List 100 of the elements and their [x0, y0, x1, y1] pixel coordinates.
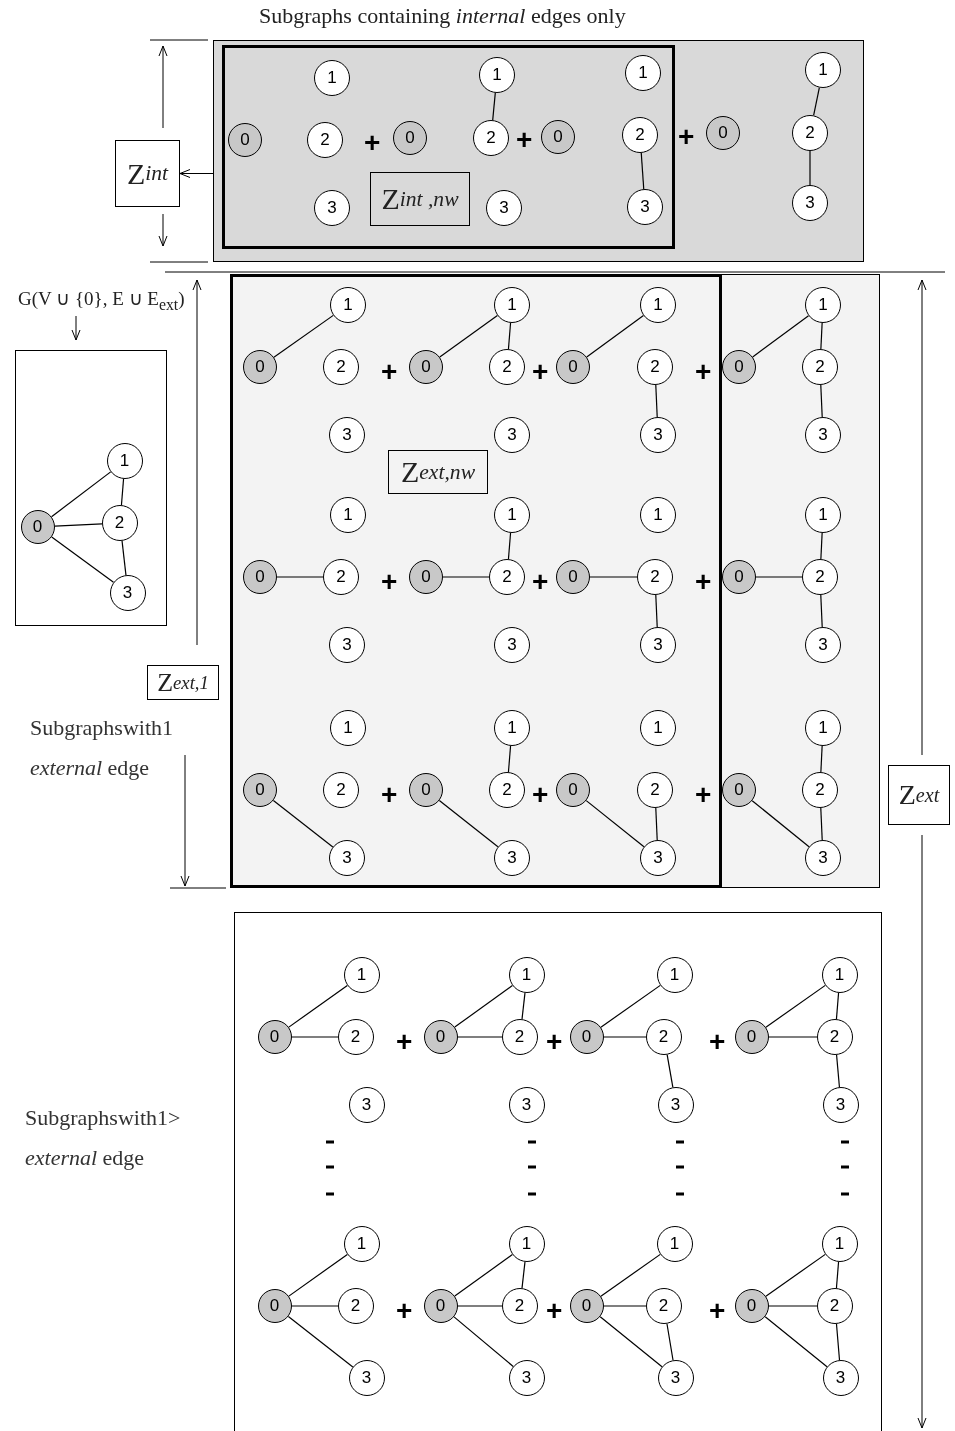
- graph-edge: [507, 322, 512, 350]
- plus-sign: +: [516, 126, 533, 154]
- graph-edge: [507, 745, 512, 773]
- graph-edge: [291, 1036, 339, 1038]
- vertex-circle: 0: [734, 1019, 769, 1054]
- vertex-circle: 2: [645, 1287, 682, 1324]
- vertex-circle: 2: [622, 117, 658, 153]
- vertex-circle: 1: [640, 710, 676, 746]
- vertex-circle: 3: [486, 190, 522, 226]
- vertex-circle: 0: [569, 1288, 604, 1323]
- graph-edge: [835, 1323, 841, 1361]
- vertex-circle: 3: [805, 627, 841, 663]
- panel: [230, 274, 880, 888]
- vertex-circle: 3: [314, 190, 350, 226]
- graph-edge: [589, 576, 638, 578]
- plus-sign: +: [695, 781, 712, 809]
- plus-sign: +: [364, 129, 381, 157]
- vertex-circle: 0: [423, 1288, 458, 1323]
- plus-sign: +: [396, 1028, 413, 1056]
- graph-edge: [655, 594, 658, 628]
- vertex-circle: 3: [329, 417, 365, 453]
- plus-sign: +: [709, 1028, 726, 1056]
- vertex-circle: 3: [805, 417, 841, 453]
- vertex-circle: 3: [657, 1086, 694, 1123]
- vertex-circle: 0: [556, 350, 590, 384]
- vertex-circle: 2: [323, 349, 359, 385]
- vertex-circle: 2: [802, 559, 838, 595]
- vertex-circle: 3: [822, 1359, 859, 1396]
- vertex-circle: 1: [640, 497, 676, 533]
- graph-edge: [835, 1261, 840, 1289]
- vertex-circle: 1: [330, 710, 366, 746]
- graph-edge: [603, 1036, 647, 1038]
- group-frame: [230, 274, 722, 888]
- vertex-circle: 1: [625, 55, 661, 91]
- vertex-circle: 2: [501, 1018, 538, 1055]
- vertex-circle: 1: [494, 497, 530, 533]
- vertex-circle: 2: [337, 1018, 374, 1055]
- vertex-circle: 2: [792, 115, 828, 151]
- vertex-circle: 2: [307, 122, 343, 158]
- vertex-circle: 1: [508, 956, 545, 993]
- graph-edge: [820, 532, 823, 560]
- graph-edge: [442, 576, 490, 578]
- vertex-circle: 3: [508, 1086, 545, 1123]
- vertex-circle: 1: [494, 710, 530, 746]
- vertex-circle: 1: [494, 287, 530, 323]
- vertex-circle: 1: [805, 52, 841, 88]
- vertex-circle: 3: [494, 417, 530, 453]
- vertex-circle: 1: [106, 442, 143, 479]
- graph-edge: [820, 745, 823, 773]
- graph-edge: [492, 92, 496, 121]
- vertex-circle: 2: [816, 1018, 853, 1055]
- graph-edge: [438, 799, 499, 848]
- vertex-circle: 1: [805, 287, 841, 323]
- vertex-circle: 0: [556, 560, 590, 594]
- vertex-circle: 1: [343, 1225, 380, 1262]
- vertex-circle: 1: [640, 287, 676, 323]
- vertex-circle: 2: [473, 120, 509, 156]
- graph-edge: [454, 1253, 513, 1297]
- graph-edge: [768, 1036, 818, 1038]
- vertex-circle: 3: [792, 185, 828, 221]
- vertex-circle: 0: [393, 121, 427, 155]
- vertex-circle: 1: [343, 956, 380, 993]
- graph-edge: [764, 1316, 828, 1368]
- graph-edge: [288, 984, 348, 1028]
- vertex-circle: 2: [802, 772, 838, 808]
- graph-edge: [600, 1253, 661, 1297]
- plus-sign: +: [532, 358, 549, 386]
- vertex-circle: 1: [314, 60, 350, 96]
- vertex-circle: 1: [330, 287, 366, 323]
- plus-sign: +: [695, 568, 712, 596]
- plus-sign: +: [546, 1297, 563, 1325]
- plus-sign: +: [381, 781, 398, 809]
- vertex-circle: 3: [348, 1359, 385, 1396]
- vertex-circle: 0: [409, 350, 443, 384]
- graph-edge: [54, 523, 103, 527]
- graph-edge: [751, 800, 810, 848]
- graph-edge: [813, 87, 820, 116]
- graph-edge: [809, 150, 811, 186]
- vertex-circle: 0: [722, 773, 756, 807]
- vertex-circle: 1: [821, 956, 858, 993]
- vertex-circle: 3: [640, 840, 676, 876]
- vertex-circle: 1: [805, 710, 841, 746]
- graph-edge: [287, 1315, 354, 1368]
- vertex-circle: 2: [323, 772, 359, 808]
- plus-sign: +: [709, 1297, 726, 1325]
- vertex-circle: 1: [656, 956, 693, 993]
- graph-edge: [521, 1261, 526, 1289]
- graph-edge: [50, 471, 112, 518]
- graph-edge: [666, 1054, 674, 1088]
- vertex-circle: 3: [494, 627, 530, 663]
- vertex-circle: 0: [734, 1288, 769, 1323]
- graph-edge: [454, 984, 513, 1028]
- vertex-circle: 0: [556, 773, 590, 807]
- vertex-circle: 3: [627, 189, 663, 225]
- vertex-circle: 1: [821, 1225, 858, 1262]
- graph-edge: [586, 315, 645, 358]
- graph-edge: [820, 594, 823, 628]
- plus-sign: +: [381, 568, 398, 596]
- vertex-circle: 2: [645, 1018, 682, 1055]
- graph-edge: [765, 1253, 826, 1297]
